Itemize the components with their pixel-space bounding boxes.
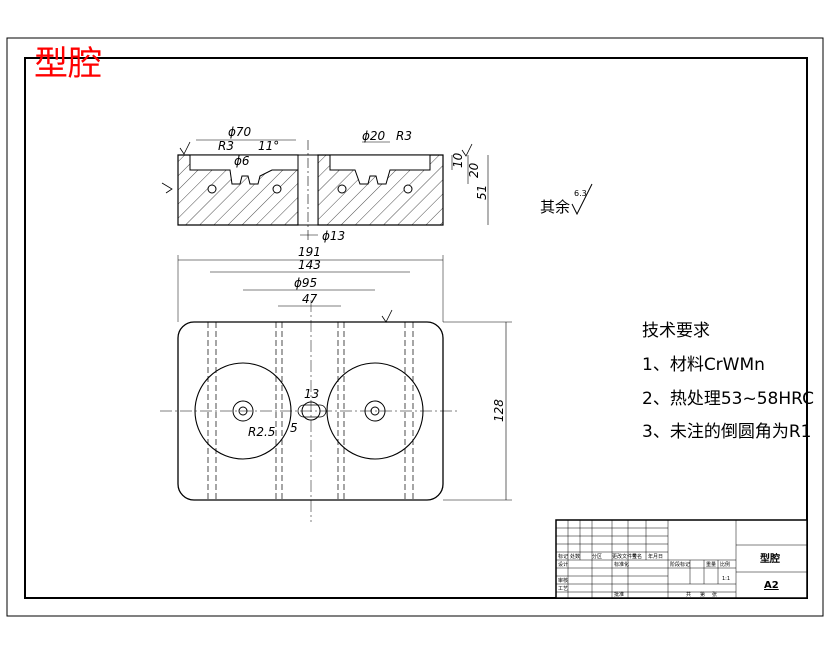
tb-date: 年月日 [648, 553, 663, 560]
tb-change-doc: 更改文件号 [612, 553, 637, 560]
dim-47: 47 [302, 292, 318, 306]
tb-sheet-no: 张 [712, 591, 717, 598]
roughness-value: 6.3 [574, 189, 587, 198]
other-finish-note: 其余 6.3 [540, 183, 593, 216]
tb-designer: 设计 [558, 561, 568, 568]
dim-phi70: ϕ70 [228, 125, 252, 139]
dim-128: 128 [492, 399, 506, 422]
roughness-symbol-icon [571, 183, 593, 216]
dim-phi6: ϕ6 [234, 154, 250, 168]
tb-sheets-total: 共 [686, 591, 691, 598]
dim-phi95: ϕ95 [294, 276, 317, 290]
outer-sheet-border [6, 37, 824, 617]
title-block: 标记 处数 分区 更改文件号 签名 年月日 设计 标准化 审核 工艺 批准 阶段… [555, 519, 808, 599]
tb-signature: 签名 [632, 553, 642, 560]
pin-hole-midright [337, 184, 347, 194]
tb-mark: 标记 [558, 553, 568, 560]
dim-191: 191 [298, 245, 321, 259]
dim-r3-right: R3 [396, 129, 412, 143]
dim-20: 20 [467, 162, 481, 178]
tb-count: 处数 [570, 553, 580, 560]
dim-10: 10 [451, 152, 465, 168]
section-cavity-right [329, 154, 431, 185]
banner-title: 型腔 [34, 44, 102, 84]
roughness-symbol [161, 182, 173, 194]
tech-req-item-3: 3、未注的倒圆角为R1 [642, 422, 811, 442]
tb-scale: 比例 [720, 561, 730, 568]
tech-req-item-2: 2、热处理53~58HRC [642, 389, 814, 409]
pin-hole-left [207, 184, 217, 194]
dim-r2-5: R2.5 [248, 425, 275, 439]
tb-stage-mark: 阶段标记 [670, 561, 690, 568]
tb-sheet-word: 第 [700, 591, 705, 598]
tb-weight: 重量 [706, 561, 716, 568]
section-view: ϕ70 R3 ϕ6 11° ϕ20 R3 ϕ13 10 20 51 [161, 125, 489, 243]
tb-scale-value: 1:1 [722, 576, 730, 582]
plan-view: 191 143 ϕ95 47 13 R2.5 5 128 [160, 245, 512, 522]
dim-143: 143 [298, 258, 321, 272]
dim-angle: 11° [258, 139, 279, 153]
dim-5: 5 [290, 421, 298, 435]
technical-requirements: 技术要求 1、材料CrWMn 2、热处理53~58HRC 3、未注的倒圆角为R1 [642, 321, 814, 442]
tech-req-title: 技术要求 [642, 321, 710, 341]
pin-hole-right [403, 184, 413, 194]
roughness-symbol [381, 309, 393, 323]
dim-13: 13 [304, 387, 319, 401]
roughness-symbol [179, 141, 191, 155]
tech-req-item-1: 1、材料CrWMn [642, 355, 765, 375]
dim-r3-left: R3 [218, 139, 234, 153]
roughness-symbol [461, 143, 473, 157]
section-cavity-left [189, 154, 299, 185]
pin-hole-mid [272, 184, 282, 194]
dim-phi20: ϕ20 [362, 129, 386, 143]
tb-part-name: 型腔 [760, 552, 780, 565]
tb-standardize: 标准化 [614, 561, 629, 568]
dim-51: 51 [475, 185, 489, 200]
tb-process: 工艺 [558, 586, 568, 592]
tb-zone: 分区 [592, 553, 602, 560]
cavity-core-left [232, 400, 254, 422]
drawing-frame [24, 57, 808, 599]
tb-sheet-size: A2 [764, 580, 779, 591]
other-finish-label: 其余 [540, 198, 570, 216]
tb-approve: 批准 [614, 591, 624, 598]
tb-check: 审核 [558, 577, 568, 584]
dim-phi13: ϕ13 [322, 229, 345, 243]
